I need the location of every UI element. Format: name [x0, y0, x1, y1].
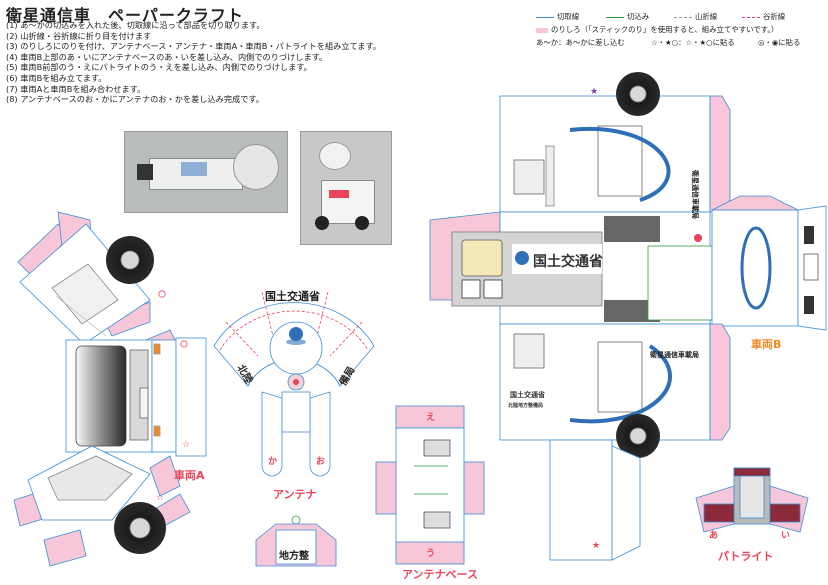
legend-circles: ◎・◉に貼る — [758, 38, 801, 47]
legend-mountain: 山折線 — [695, 12, 718, 21]
legend-slit: 切込み — [627, 12, 650, 21]
mark-ka: か — [268, 457, 278, 467]
antenna-base-label: アンテナベース — [402, 568, 479, 581]
vehicle-b-part: ★ ★ — [429, 72, 827, 561]
page-title: 衛星通信車 ペーパークラフト — [6, 6, 244, 25]
instruction-step: (4) 車両B上部のあ・いにアンテナベースのあ・いを差し込み、内側でのりづけしま… — [6, 51, 328, 62]
legend-stars: ☆・★○：☆・★○に貼る — [651, 38, 735, 47]
finished-model-photo-top — [124, 131, 288, 213]
line-legend: 切取線 切込み 山折線 谷折線 のりしろ（「スティックのり」を使用すると、組み立… — [536, 10, 826, 49]
slit-line-swatch — [606, 16, 624, 18]
vehicle-b-label: 車両B — [751, 338, 782, 351]
sat-car-label-top: 衛星通信車載局 — [691, 170, 699, 219]
mark-e: え — [426, 413, 436, 423]
cut-line-swatch — [536, 16, 554, 18]
antenna-base-part — [375, 405, 485, 565]
patlight-label: パトライト — [718, 550, 774, 563]
instruction-step: (2) 山折線・谷折線に折り目を付けます — [6, 30, 152, 41]
mlit-label-antenna: 国土交通省 — [265, 290, 320, 303]
vehicle-a-part: ☆ ☆ — [13, 211, 207, 567]
mark-i: い — [781, 531, 791, 541]
instruction-step: (5) 車両B前部のう・えにパトライトのう・えを差し込み、内側でのりづけします。 — [6, 62, 312, 73]
instruction-list: (1) あ～かの切込みを入れた後、切取線に沿って部品を切り取ります。 (2) 山… — [6, 20, 426, 105]
mark-a: あ — [709, 531, 719, 541]
vehicle-a-label: 車両A — [174, 469, 205, 482]
svg-text:★: ★ — [592, 541, 600, 551]
instruction-step: (3) のりしろにのりを付け、アンテナベース・アンテナ・車両A・車両B・パトライ… — [6, 41, 382, 52]
svg-text:☆: ☆ — [156, 493, 164, 503]
glue-swatch — [536, 27, 548, 33]
legend-insert: あ～か：あ～かに差し込む — [536, 38, 625, 47]
legend-glue: のりしろ（「スティックのり」を使用すると、組み立てやすいです。） — [551, 25, 779, 34]
legend-valley: 谷折線 — [763, 12, 786, 21]
finished-model-photo-side — [300, 131, 392, 245]
antenna-part — [213, 291, 375, 567]
mlit-label-side: 国土交通省 — [510, 391, 545, 399]
legend-cut: 切取線 — [557, 12, 580, 21]
sat-car-label: 衛星通信車載局 — [650, 351, 699, 359]
valley-fold-swatch — [742, 16, 760, 18]
svg-text:★: ★ — [590, 87, 598, 97]
mark-o: お — [316, 457, 326, 467]
svg-text:☆: ☆ — [182, 440, 190, 450]
mark-u: う — [426, 549, 436, 559]
instruction-step: (8) アンテナベースのお・かにアンテナのお・かを差し込み完成です。 — [6, 94, 264, 105]
chihosei-label: 地方整 — [279, 551, 309, 562]
instruction-step: (1) あ～かの切込みを入れた後、切取線に沿って部品を切り取ります。 — [6, 20, 265, 30]
mountain-fold-swatch — [674, 16, 692, 18]
instruction-step: (6) 車両Bを組み立てます。 — [6, 72, 107, 83]
mlit-sub-label: 北陸地方整備局 — [508, 403, 544, 409]
antenna-label: アンテナ — [273, 488, 317, 501]
mlit-label-roof: 国土交通省 — [533, 254, 603, 270]
instruction-step: (7) 車両Aと車両Bを組み合わせます。 — [6, 83, 146, 94]
patlight-part — [695, 467, 809, 533]
